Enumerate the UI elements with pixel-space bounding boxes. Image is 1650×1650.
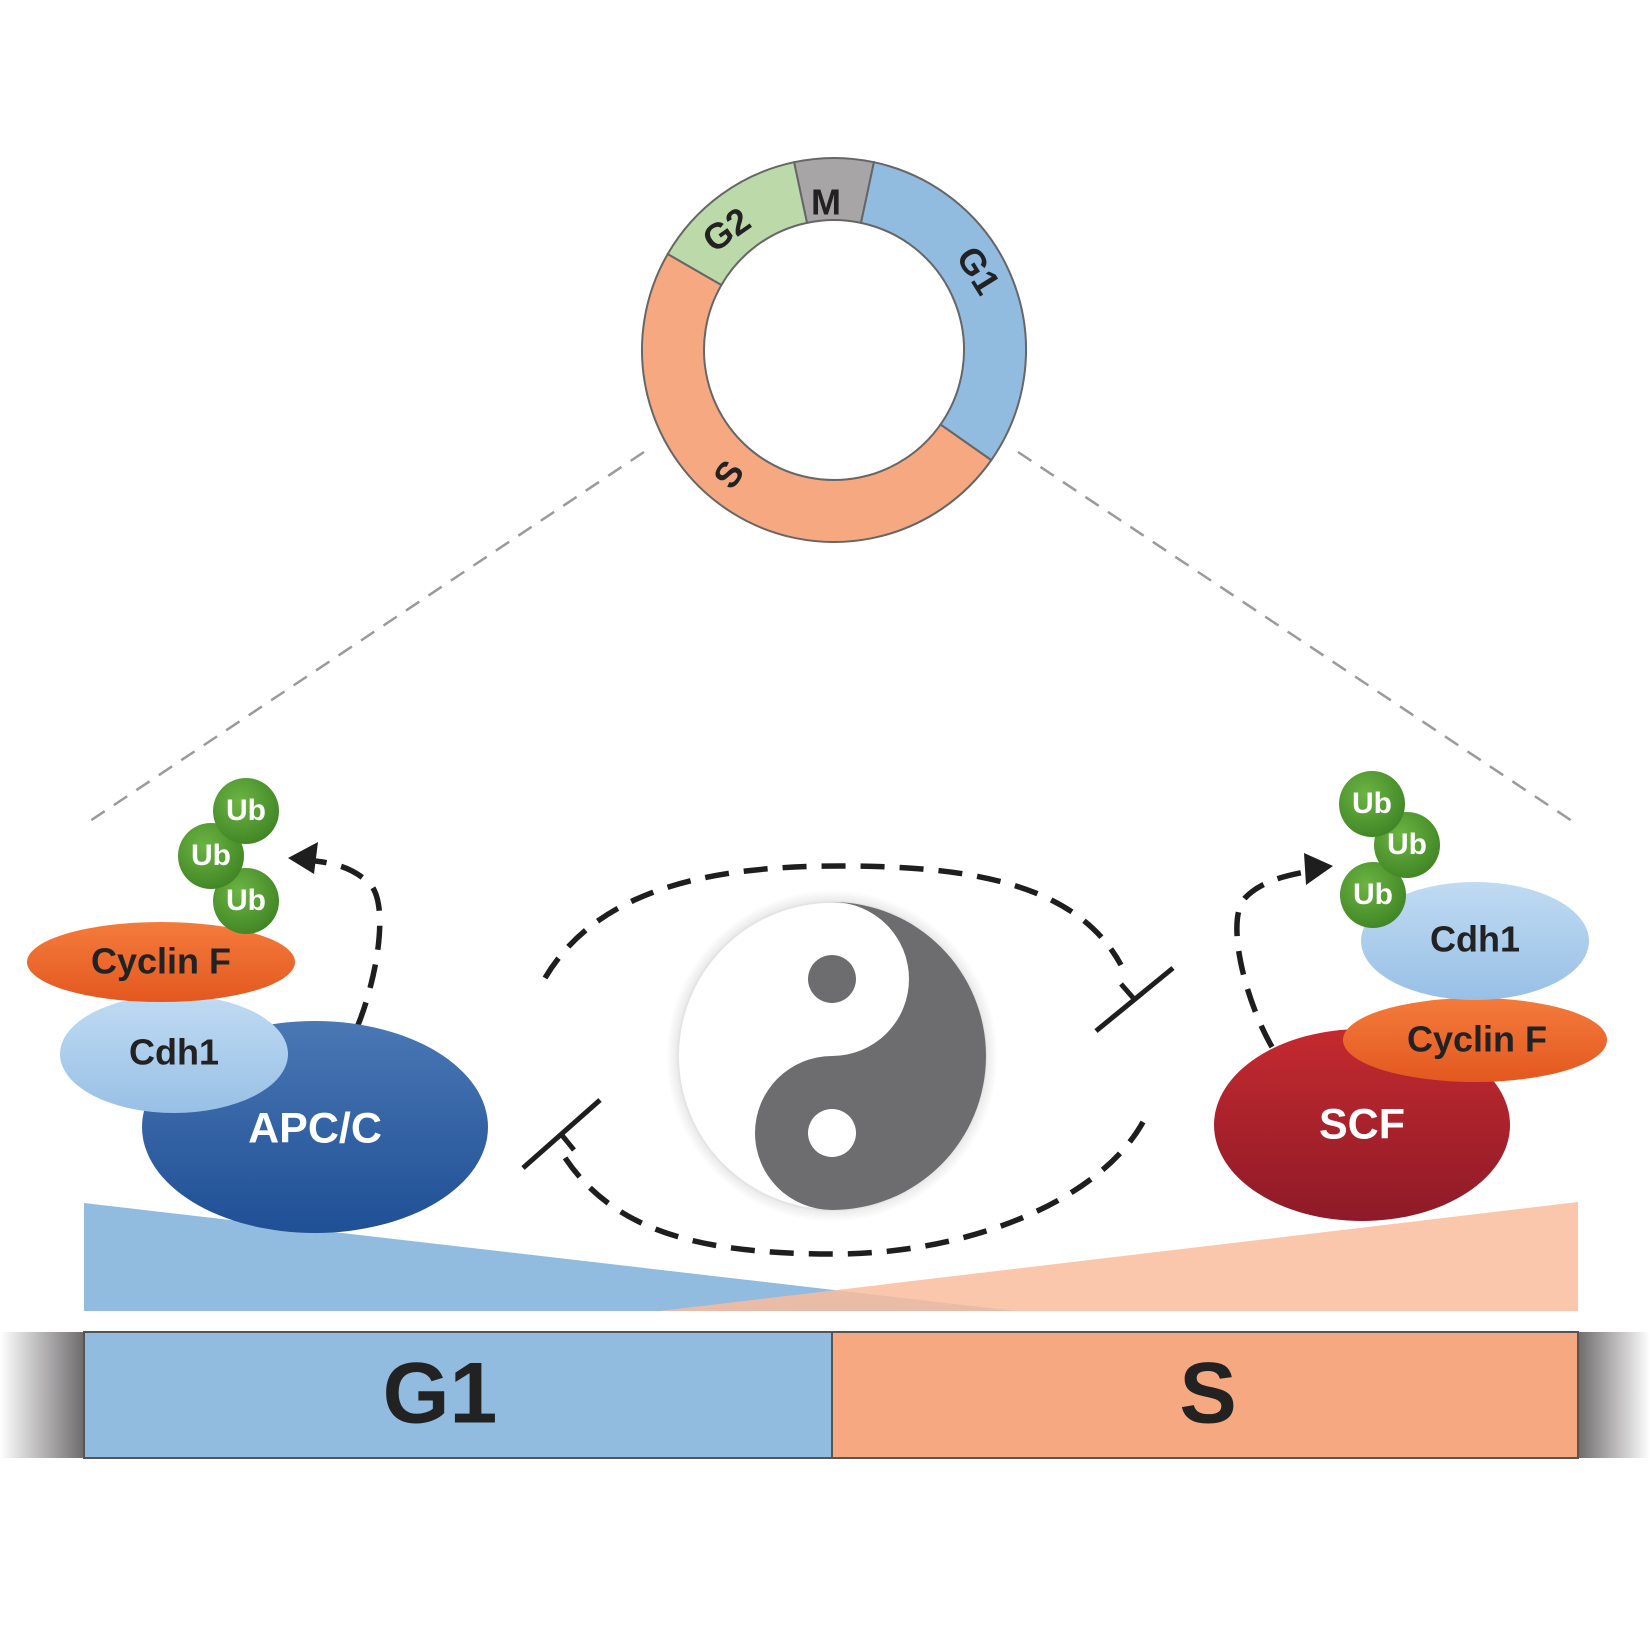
cdh1-right-ellipse <box>1361 882 1589 1000</box>
ubiquitination-arrow-right <box>1234 869 1306 1049</box>
zoom-guide-left <box>83 450 645 827</box>
timeline-s-label: S <box>1179 1346 1236 1442</box>
ub-left-2-label: Ub <box>191 839 231 872</box>
ring-label-m: M <box>811 182 841 223</box>
ubiquitination-arrow-left <box>304 857 383 1027</box>
ubiquitin-chain-left: Ub Ub Ub <box>178 778 279 934</box>
zoom-guide-right <box>1017 450 1579 827</box>
cyclin-f-right-ellipse <box>1343 998 1607 1082</box>
inhibition-bar-right-tick <box>1119 982 1137 1002</box>
yin-yang-icon <box>666 890 998 1222</box>
cyclin-f-right-label: Cyclin F <box>1407 1019 1547 1060</box>
cell-cycle-ring: M G1 S G2 <box>641 157 1027 544</box>
arrowhead-left <box>288 842 318 874</box>
ub-right-1-label: Ub <box>1353 878 1393 911</box>
inhibition-bar-left-tick <box>559 1132 576 1152</box>
ub-left-3 <box>213 778 279 844</box>
timeline-g1-label: G1 <box>383 1346 498 1442</box>
ub-left-2 <box>178 823 244 889</box>
phase-timeline: G1 S <box>0 1331 1650 1459</box>
ubiquitin-chain-right: Ub Ub Ub <box>1339 771 1440 928</box>
inhibition-arc-bottom <box>557 1120 1146 1257</box>
ring-segment-s <box>641 252 993 544</box>
scf-activity-gradient <box>660 1202 1578 1311</box>
ub-right-2-label: Ub <box>1387 828 1427 861</box>
ub-right-3-label: Ub <box>1352 787 1392 820</box>
apc-c-complex: APC/C Cdh1 Cyclin F Ub Ub Ub <box>27 778 488 1233</box>
ring-segment-g2 <box>666 161 809 287</box>
timeline-cap-left <box>0 1332 84 1458</box>
mutual-inhibition-loop <box>521 863 1175 1257</box>
apc-c-label: APC/C <box>248 1104 382 1152</box>
ub-left-1 <box>213 868 279 934</box>
cyclin-f-left-ellipse <box>27 922 295 1002</box>
cdh1-left-ellipse <box>60 995 288 1113</box>
ub-right-3 <box>1339 771 1405 837</box>
timeline-g1-block <box>83 1331 833 1459</box>
scf-complex: SCF Cyclin F Cdh1 Ub Ub Ub <box>1214 771 1607 1221</box>
inhibition-arc-top <box>542 863 1124 980</box>
cdh1-right-label: Cdh1 <box>1430 919 1520 960</box>
cyclin-f-left-label: Cyclin F <box>91 941 231 982</box>
arrowhead-right <box>1304 853 1333 885</box>
ub-right-1 <box>1340 862 1406 928</box>
ub-left-1-label: Ub <box>226 884 266 917</box>
scf-label: SCF <box>1319 1100 1405 1148</box>
cdh1-left-label: Cdh1 <box>129 1032 219 1073</box>
timeline-s-block <box>831 1331 1579 1459</box>
ring-segment-g1 <box>859 161 1027 462</box>
ub-left-3-label: Ub <box>226 794 266 827</box>
timeline-cap-right <box>1578 1332 1650 1458</box>
